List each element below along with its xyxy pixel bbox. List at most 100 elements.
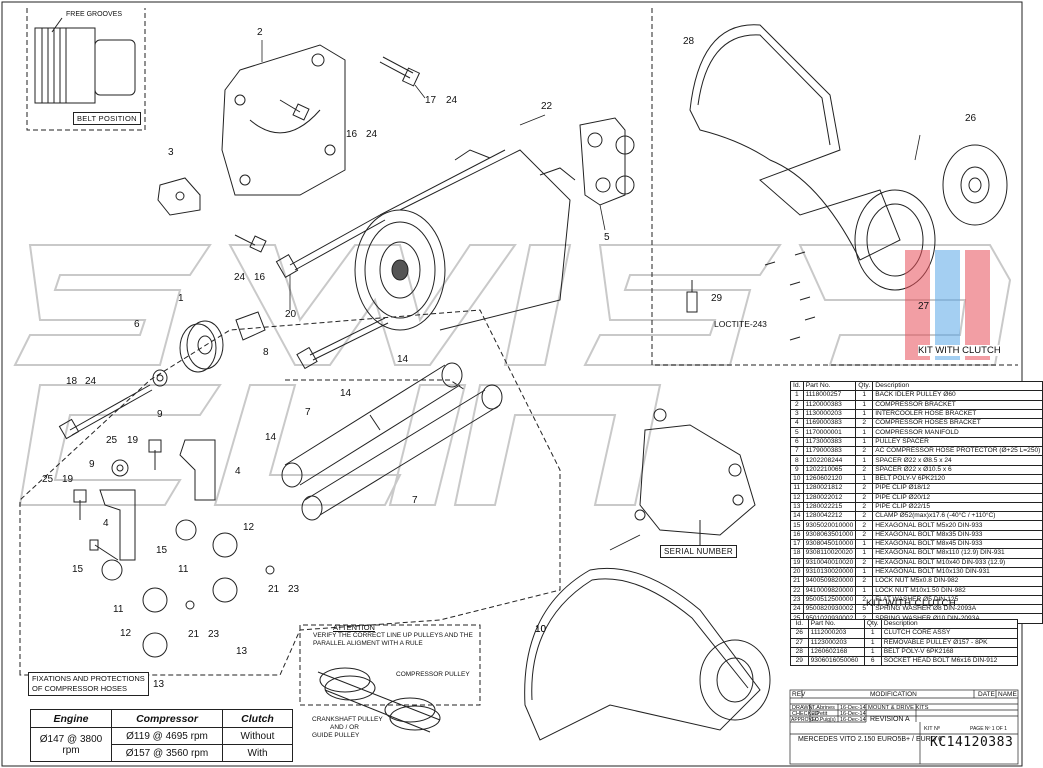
callout-11: 11 (178, 564, 189, 575)
table-cell: INTERCOOLER HOSE BRACKET (872, 408, 1043, 420)
table-cell: 2 (855, 464, 874, 475)
kit-with-clutch-label: KIT WITH CLUTCH (918, 345, 1001, 356)
clutch-header-id: Id. (790, 618, 809, 630)
table-cell: 26 (790, 628, 809, 639)
table-cell: 1173000383 (802, 436, 857, 448)
table-cell: 3 (790, 408, 804, 420)
table-cell: 1 (855, 436, 874, 448)
engine-value: Ø147 @ 3800 rpm (30, 727, 112, 762)
table-cell: 2 (855, 529, 874, 541)
table-cell: 1202210065 (802, 464, 857, 475)
tb-approved-label: APPROVED (791, 717, 819, 723)
table-cell: 1280022012 (802, 492, 857, 503)
table-cell: 9500820930002 (802, 604, 857, 615)
engine-compressor-table: Engine Compressor Clutch Ø147 @ 3800 rpm… (30, 708, 293, 762)
belt-position-label: BELT POSITION (73, 112, 141, 125)
tb-kit-code: KC14120383 (930, 735, 1014, 750)
table-cell: 1 (855, 455, 874, 466)
callout-29: 29 (711, 293, 723, 304)
table-cell: HEXAGONAL BOLT M10x40 DIN-933 (12.9) (872, 557, 1043, 568)
callout-22: 22 (541, 101, 553, 112)
loctite-label: LOCTITE-243 (714, 319, 767, 329)
engine-table-row-1: Ø147 @ 3800 rpm Ø119 @ 4695 rpm Without (30, 727, 293, 762)
callout-9: 9 (89, 459, 95, 470)
engine-table-row-2: Ø157 @ 3560 rpm With (31, 744, 293, 762)
attention-title: ATTENTION (333, 623, 375, 632)
table-cell: COMPRESSOR HOSES BRACKET (872, 418, 1043, 429)
compressor-pulley-label: COMPRESSOR PULLEY (396, 671, 470, 678)
callout-2: 2 (257, 27, 263, 38)
table-cell: 7 (790, 446, 804, 457)
poly-v-belt-assembly (524, 567, 771, 741)
table-cell: 1120000383 (802, 399, 857, 410)
table-cell: 9308110020020 (802, 548, 857, 559)
callout-27: 27 (918, 301, 930, 312)
clutch-header-qty: Qty. (863, 618, 882, 630)
tb-checked-date: 16-Dec-14 (840, 711, 866, 717)
table-cell: SOCKET HEAD BOLT M6x16 DIN-912 (880, 656, 1019, 667)
clutch-header: Clutch (222, 708, 293, 729)
callout-14: 14 (397, 354, 409, 365)
watermark-logo (13, 244, 1012, 506)
table-cell: 6 (790, 436, 804, 448)
callout-23: 23 (208, 629, 220, 640)
table-cell: 1280021812 (802, 483, 857, 494)
clutch-value-1: Without (222, 727, 293, 746)
callout-14: 14 (340, 388, 352, 399)
callout-14: 14 (265, 432, 277, 443)
clutch-value-2: With (222, 744, 293, 762)
table-cell: 9310130020000 (802, 566, 857, 578)
table-cell: HEXAGONAL BOLT M8x45 DIN-933 (872, 539, 1043, 550)
table-cell: 10 (790, 473, 804, 485)
belt-position-sketch (34, 17, 136, 104)
table-cell: 9310040010020 (802, 557, 857, 568)
table-cell: 21 (790, 576, 804, 587)
crankshaft-pulley-label: CRANKSHAFT PULLEY AND / OR GUIDE PULLEY (312, 716, 383, 740)
table-cell: HEXAGONAL BOLT M5x20 DIN-933 (872, 520, 1043, 531)
callout-4: 4 (235, 466, 241, 477)
tb-revision: REVISION A (870, 716, 910, 723)
callout-9: 9 (157, 409, 163, 420)
attention-note: ATTENTION VERIFY THE CORRECT LINE UP PUL… (305, 624, 480, 648)
table-cell: 2 (855, 492, 874, 503)
callout-13: 13 (236, 646, 248, 657)
callout-7: 7 (305, 407, 311, 418)
callout-24: 24 (234, 272, 246, 283)
header-part-no: Part No. (802, 380, 857, 392)
callout-26: 26 (965, 113, 977, 124)
fixations-line-2: OF COMPRESSOR HOSES (32, 684, 128, 693)
table-cell: BELT POLY-V 6PK2120 (872, 473, 1043, 485)
table-cell: 1 (863, 637, 882, 648)
table-cell: LOCK NUT M10x1.50 DIN-982 (872, 585, 1043, 596)
callout-3: 3 (168, 147, 174, 158)
leader-lines (261, 40, 921, 551)
table-cell: 1 (855, 399, 874, 410)
callout-12: 12 (243, 522, 255, 533)
table-cell: 2 (790, 399, 804, 410)
callout-10: 10 (535, 624, 547, 635)
table-cell: 24 (790, 604, 804, 615)
callout-25: 25 (106, 435, 118, 446)
compressor-header: Compressor (111, 708, 223, 729)
callout-23: 23 (288, 584, 300, 595)
tb-approved-name: J.C.Puig(s) (811, 717, 836, 723)
attention-line-1: VERIFY THE CORRECT LINE UP PULLEYS AND T… (313, 632, 473, 639)
tb-vehicle: MERCEDES VITO 2.150 EURO5B+ / EURO 6 (798, 736, 943, 743)
table-cell: 1 (855, 585, 874, 596)
table-cell: 1 (863, 646, 882, 658)
tb-date: DATE (978, 691, 995, 698)
table-cell: 2 (855, 520, 874, 531)
table-cell: 11 (790, 483, 804, 494)
clutch-header-part-no: Part No. (807, 618, 865, 630)
